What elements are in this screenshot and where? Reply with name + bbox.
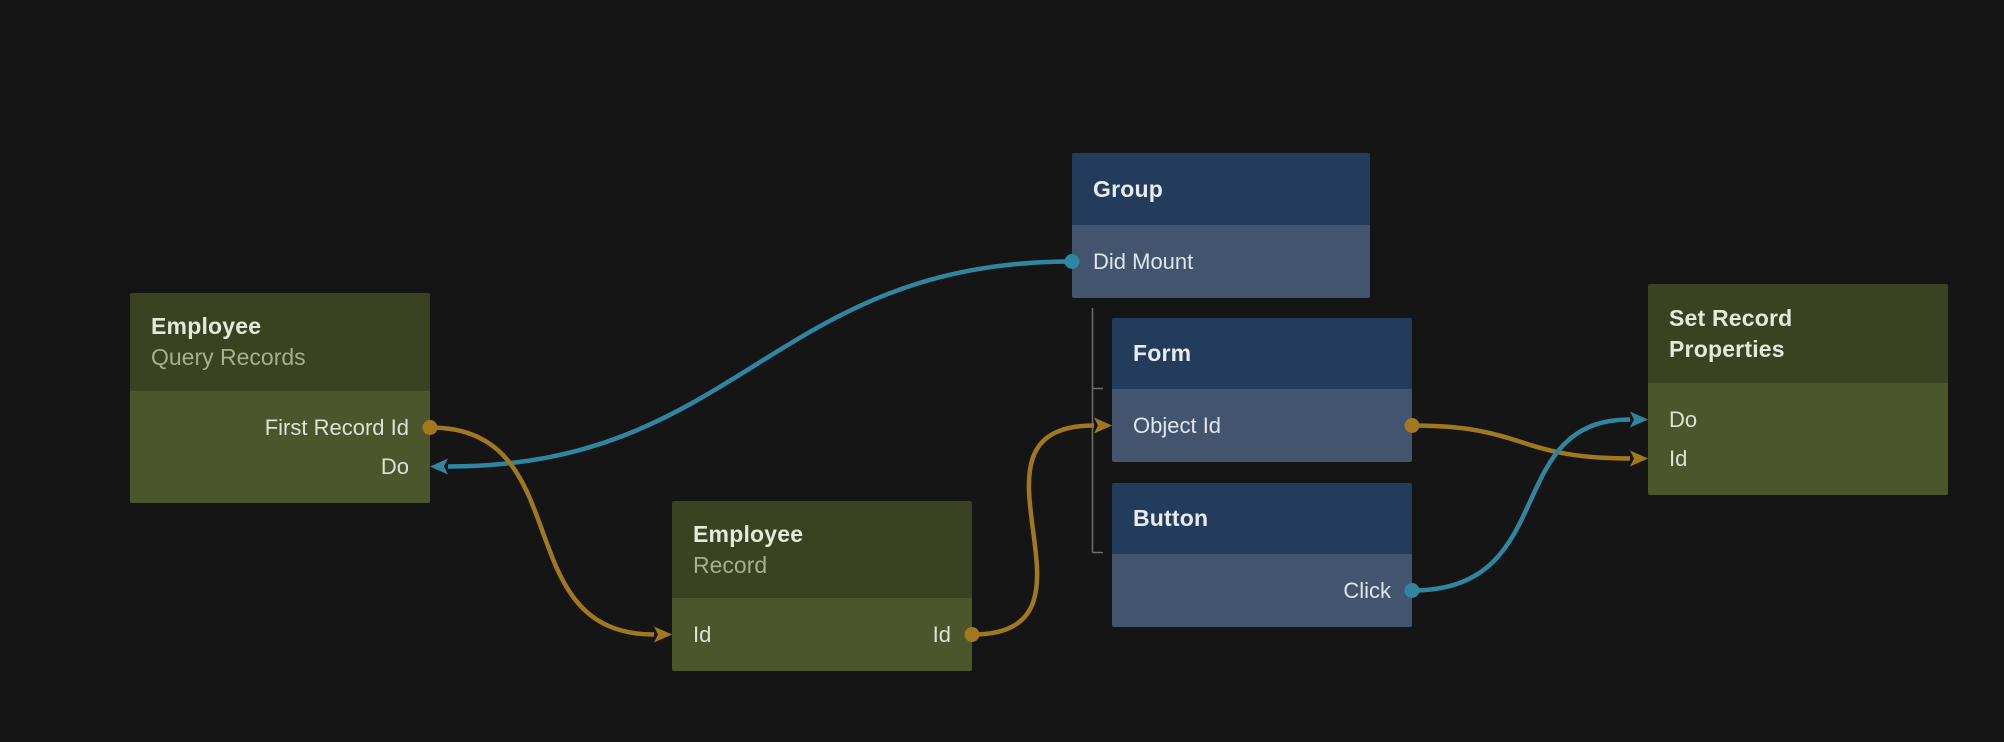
port-did-mount[interactable]: Did Mount bbox=[1072, 242, 1370, 281]
port-label: Do bbox=[380, 454, 409, 479]
node-subtitle: Query Records bbox=[151, 344, 306, 370]
port-id[interactable]: Id bbox=[1648, 439, 1948, 478]
edge-objectid-to-id[interactable] bbox=[1411, 423, 1631, 461]
port-label: Did Mount bbox=[1093, 249, 1194, 274]
node-title: Form bbox=[1133, 340, 1192, 366]
node-button[interactable]: Button Click bbox=[1112, 483, 1412, 627]
data-input-arrow-srp-id[interactable] bbox=[1630, 450, 1648, 467]
port-label: First Record Id bbox=[264, 415, 409, 440]
edge-firstrecordid-to-id[interactable] bbox=[429, 425, 655, 637]
port-id-output-label: Id bbox=[932, 622, 951, 647]
node-header[interactable]: Set Record Properties bbox=[1648, 284, 1948, 383]
port-first-record-id[interactable]: First Record Id bbox=[130, 408, 430, 447]
signal-input-arrow-do[interactable] bbox=[430, 458, 448, 475]
edge-id-to-objectid[interactable] bbox=[971, 423, 1095, 637]
node-title: Button bbox=[1133, 505, 1209, 531]
port-label: Object Id bbox=[1133, 413, 1222, 438]
data-input-arrow-id[interactable] bbox=[654, 626, 672, 643]
node-body: Did Mount bbox=[1072, 225, 1370, 298]
node-header[interactable]: Button bbox=[1112, 483, 1412, 554]
port-label: Do bbox=[1669, 407, 1698, 432]
node-title: Group bbox=[1093, 175, 1163, 202]
node-body: Object Id bbox=[1112, 389, 1412, 462]
node-title: Employee bbox=[151, 313, 262, 339]
node-set-record-properties[interactable]: Set Record Properties Do Id bbox=[1648, 284, 1948, 495]
edge-didmount-to-do[interactable] bbox=[447, 259, 1073, 469]
signal-input-arrow-srp-do[interactable] bbox=[1630, 411, 1648, 428]
port-label: Click bbox=[1343, 578, 1391, 603]
edge-click-to-do[interactable] bbox=[1411, 417, 1631, 593]
port-id-row[interactable]: Id Id bbox=[672, 615, 972, 654]
node-header[interactable]: Employee Query Records bbox=[130, 293, 430, 391]
port-click[interactable]: Click bbox=[1112, 571, 1412, 610]
port-label: Id bbox=[1669, 446, 1688, 471]
node-body: Id Id bbox=[672, 598, 972, 671]
node-title: Employee bbox=[693, 520, 804, 547]
node-employee-record[interactable]: Employee Record Id Id bbox=[672, 501, 972, 671]
node-body: Do Id bbox=[1648, 383, 1948, 495]
node-body: Click bbox=[1112, 554, 1412, 627]
port-object-id[interactable]: Object Id bbox=[1112, 406, 1412, 445]
node-employee-query-records[interactable]: Employee Query Records First Record Id D… bbox=[130, 293, 430, 503]
node-header[interactable]: Group bbox=[1072, 153, 1370, 225]
node-header[interactable]: Employee Record bbox=[672, 501, 972, 598]
port-id-input-label: Id bbox=[693, 622, 712, 647]
port-do[interactable]: Do bbox=[130, 447, 430, 486]
node-form[interactable]: Form Object Id bbox=[1112, 318, 1412, 462]
node-title: Set Record Properties bbox=[1669, 304, 1793, 362]
hierarchy-bracket bbox=[1091, 308, 1103, 554]
node-group[interactable]: Group Did Mount bbox=[1072, 153, 1370, 298]
node-body: First Record Id Do bbox=[130, 391, 430, 503]
node-header[interactable]: Form bbox=[1112, 318, 1412, 389]
node-subtitle: Record bbox=[693, 551, 768, 578]
data-input-arrow-objectid[interactable] bbox=[1094, 417, 1112, 434]
port-do[interactable]: Do bbox=[1648, 400, 1948, 439]
